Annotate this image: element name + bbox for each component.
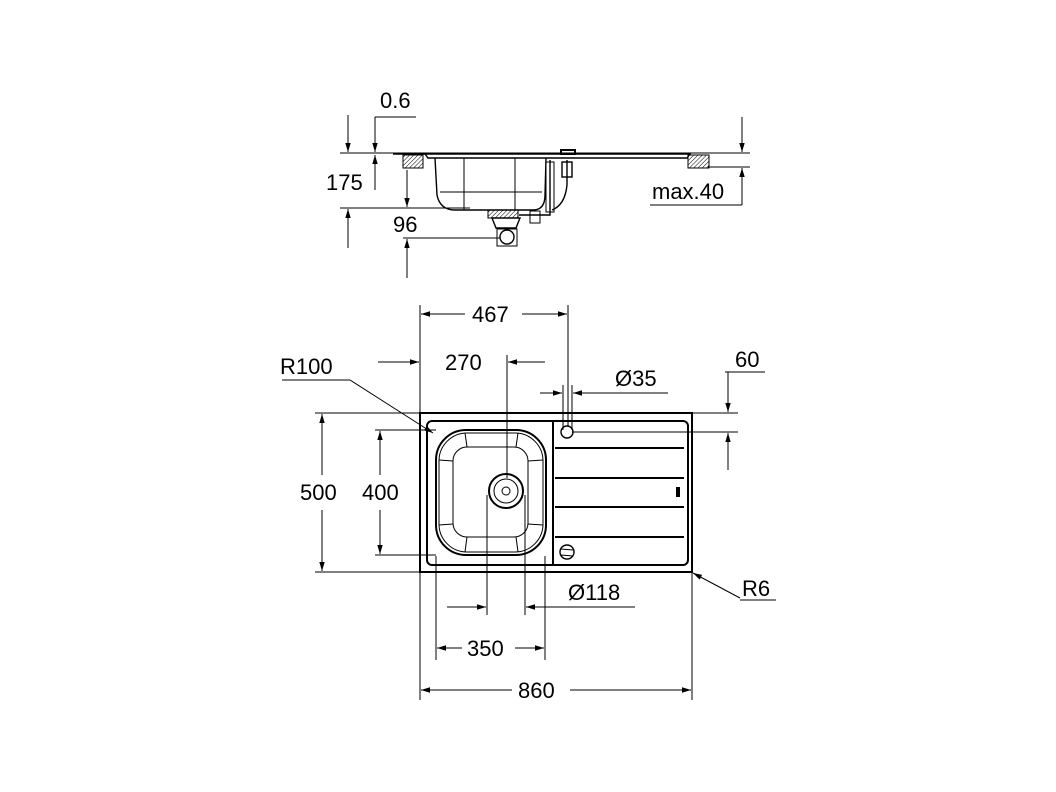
overflow-hose: [551, 160, 568, 211]
drain-icon: [488, 473, 524, 509]
depth-label: 175: [326, 170, 363, 195]
bowl-radius-label: R100: [280, 354, 333, 379]
section-view: 0.6 175 96 max.40: [326, 88, 750, 278]
length-label: 860: [518, 678, 555, 703]
drainer-stop: [676, 487, 680, 497]
tap-from-edge-label: 60: [735, 347, 759, 372]
drain-depth-label: 96: [393, 212, 417, 237]
sink-inner-rim: [426, 420, 689, 566]
corner-radius-label: R6: [742, 576, 770, 601]
countertop-right-hatch: [687, 154, 710, 169]
drain-offset-label: 270: [445, 350, 482, 375]
countertop-left-hatch: [402, 154, 424, 169]
bowl: [435, 429, 547, 556]
drain-diameter-label: Ø118: [568, 580, 620, 605]
sink-rim: [393, 153, 692, 159]
sink-outline: [419, 412, 693, 573]
bowl-profile: [434, 157, 547, 211]
bowl-width-label: 400: [362, 480, 399, 505]
overflow-icon: [559, 544, 575, 560]
tap-hole-label: Ø35: [615, 366, 657, 391]
thickness-label: 0.6: [380, 88, 411, 113]
drain-basket: [490, 217, 522, 229]
bowl-length-label: 350: [467, 636, 504, 661]
width-label: 500: [300, 480, 337, 505]
plan-view: 467 270 Ø35 60 R100 500 400: [280, 302, 776, 703]
bowl-bottom: [452, 446, 529, 538]
tap-offset-label: 467: [472, 302, 509, 327]
trap-connector: [499, 229, 515, 245]
countertop-max-label: max.40: [652, 179, 724, 204]
drainer-ribs: [555, 447, 684, 538]
